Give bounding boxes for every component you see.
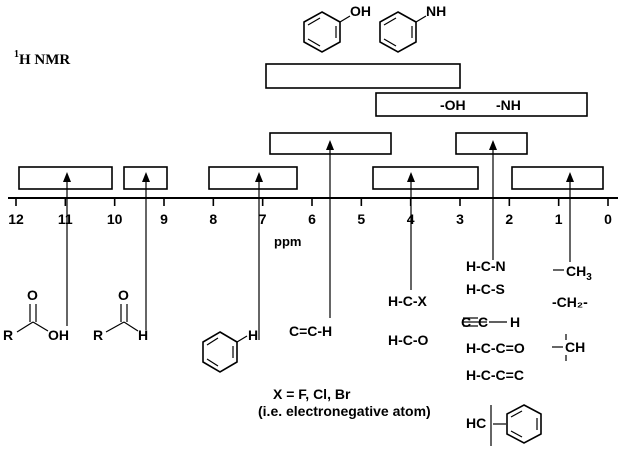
- axis-tick-label-3: 3: [456, 211, 464, 227]
- acid-oh-label: OH: [48, 327, 69, 343]
- phenol-oh-label: OH: [350, 3, 371, 19]
- aldehyde-h-label: H: [138, 327, 148, 343]
- axis-tick-label-10: 10: [107, 211, 123, 227]
- axis-tick-label-7: 7: [259, 211, 267, 227]
- ch2-label: -CH₂-: [552, 294, 588, 310]
- arrow-head-aromatic: [255, 172, 263, 182]
- arrow-head-hetero: [407, 172, 415, 182]
- hcccc-label: H-C-C=C: [466, 367, 524, 383]
- phenol-structure: OH: [303, 3, 371, 53]
- oh-box-label: -OH: [440, 97, 466, 113]
- title-superscript: 1: [14, 49, 19, 60]
- axis-label: ppm: [274, 234, 301, 249]
- axis-tick-label-2: 2: [505, 211, 513, 227]
- title-main: H NMR: [19, 52, 70, 68]
- arrow-head-alkene: [326, 140, 334, 150]
- range-box-phenol-aniline: [265, 63, 461, 89]
- methyl-group: CH3: [553, 263, 592, 283]
- hcn-label: H-C-N: [466, 258, 506, 274]
- hcs-label: H-C-S: [466, 281, 505, 297]
- axis-tick-label-1: 1: [555, 211, 563, 227]
- range-box-hetero-x-o: [372, 166, 479, 190]
- benzene-structure: H: [202, 327, 258, 373]
- alkyne-c-left: C: [461, 314, 471, 330]
- arrow-head-alpha: [489, 140, 497, 150]
- ch3-label: CH3: [566, 263, 592, 283]
- aldehyde-o-label: O: [118, 287, 129, 303]
- range-box-oh-nh: [375, 92, 588, 117]
- ch-label: CH: [565, 339, 585, 355]
- axis-tick-label-12: 12: [8, 211, 24, 227]
- aldehyde-structure: O R H: [93, 287, 148, 343]
- arrow-head-acid: [63, 172, 71, 182]
- axis-tick-label-9: 9: [160, 211, 168, 227]
- axis-tick-label-0: 0: [604, 211, 612, 227]
- range-box-alkyl: [511, 166, 604, 190]
- axis-tick-label-5: 5: [357, 211, 365, 227]
- alkyne-c-right: C: [478, 314, 488, 330]
- x-definition: X = F, Cl, Br: [273, 386, 351, 402]
- range-box-aromatic: [208, 166, 298, 190]
- alkyne-structure: C C H: [461, 314, 520, 330]
- aniline-nh-label: NH: [426, 3, 446, 19]
- title: 1H NMR: [14, 49, 70, 68]
- alkyne-h-label: H: [510, 314, 520, 330]
- aniline-structure: NH: [379, 3, 446, 53]
- carboxylic-acid-structure: O R OH: [3, 287, 69, 343]
- arrow-head-aldehyde: [142, 172, 150, 182]
- benzylic-hc-label: HC: [466, 415, 486, 431]
- hccco-label: H-C-C=O: [466, 340, 525, 356]
- benzylic-structure: HC: [466, 404, 542, 446]
- range-box-alpha-n-s: [455, 132, 528, 155]
- arrows: [63, 140, 574, 340]
- acid-o-label: O: [27, 287, 38, 303]
- axis-tick-label-11: 11: [58, 211, 73, 227]
- arrow-head-alkyl: [566, 172, 574, 182]
- benzene-h-label: H: [248, 327, 258, 343]
- methine-group: CH: [552, 334, 585, 361]
- acid-r-label: R: [3, 327, 13, 343]
- aldehyde-r-label: R: [93, 327, 103, 343]
- axis-tick-label-6: 6: [308, 211, 316, 227]
- x-note: (i.e. electronegative atom): [258, 403, 431, 419]
- nh-box-label: -NH: [496, 97, 521, 113]
- axis-tick-label-8: 8: [209, 211, 217, 227]
- alkene-label: C=C-H: [289, 323, 332, 339]
- hcx-label: H-C-X: [388, 293, 428, 309]
- hco-label: H-C-O: [388, 332, 429, 348]
